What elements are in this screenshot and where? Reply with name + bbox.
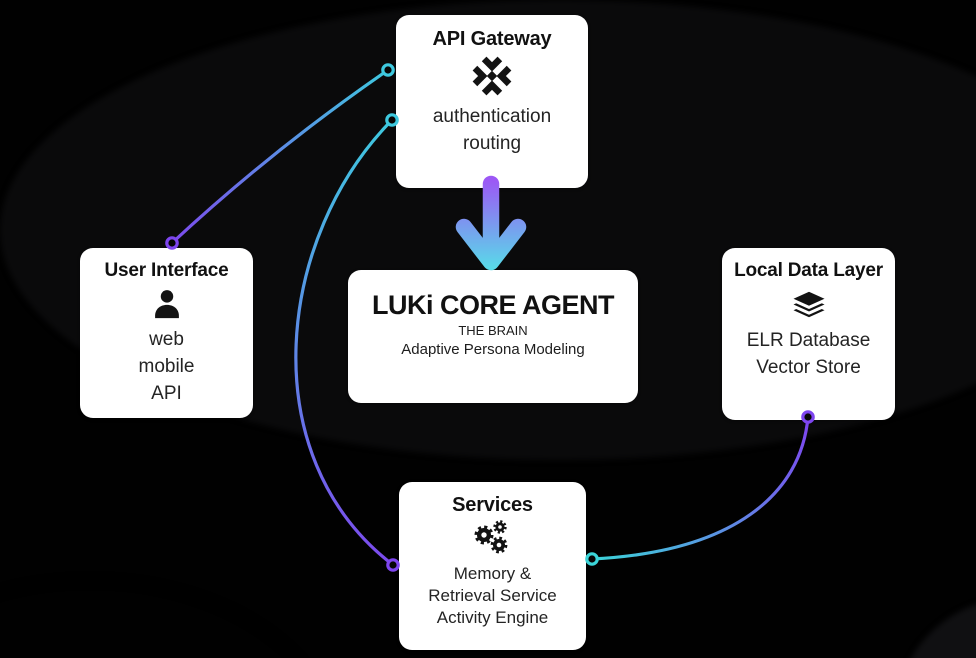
gateway-icon (471, 56, 513, 96)
node-user-interface: User Interface web mobile API (80, 248, 253, 418)
node-api-gateway: API Gateway authentication routing (396, 15, 588, 188)
connector-endpoint (585, 552, 599, 566)
node-line: ELR Database (746, 330, 871, 351)
layers-icon (786, 287, 832, 321)
node-line: Activity Engine (436, 608, 549, 627)
node-line: routing (462, 133, 522, 154)
background-corner-blob (895, 598, 976, 658)
background-carve-blob (0, 590, 330, 658)
node-local-data-layer: Local Data Layer ELR Database Vector Sto… (722, 248, 895, 420)
gears-icon (471, 519, 515, 557)
node-line: Vector Store (756, 357, 861, 378)
node-title: Local Data Layer (734, 260, 883, 281)
node-description: Adaptive Persona Modeling (401, 341, 585, 358)
node-line: Retrieval Service (428, 586, 557, 605)
node-core-agent: LUKi CORE AGENT THE BRAIN Adaptive Perso… (348, 270, 638, 403)
node-title: LUKi CORE AGENT (372, 290, 615, 320)
node-title: User Interface (104, 260, 229, 281)
node-services: Services (399, 482, 586, 650)
node-body: Memory & Retrieval Service Activity Engi… (428, 563, 557, 629)
gear-large (473, 525, 494, 545)
node-line: authentication (432, 106, 552, 127)
gear-small (492, 520, 507, 534)
connector-endpoint (386, 558, 400, 572)
node-line: web (149, 329, 184, 350)
node-line: mobile (138, 356, 195, 377)
node-body: ELR Database Vector Store (747, 327, 871, 381)
node-body: web mobile API (139, 326, 195, 407)
node-title: Services (452, 494, 533, 516)
gear-medium (490, 536, 507, 554)
user-icon (150, 286, 184, 322)
node-line: Memory & (453, 564, 532, 583)
node-line: API (151, 383, 182, 404)
node-subtitle: THE BRAIN (458, 323, 528, 338)
node-body: authentication routing (433, 103, 551, 157)
node-title: API Gateway (432, 28, 552, 50)
